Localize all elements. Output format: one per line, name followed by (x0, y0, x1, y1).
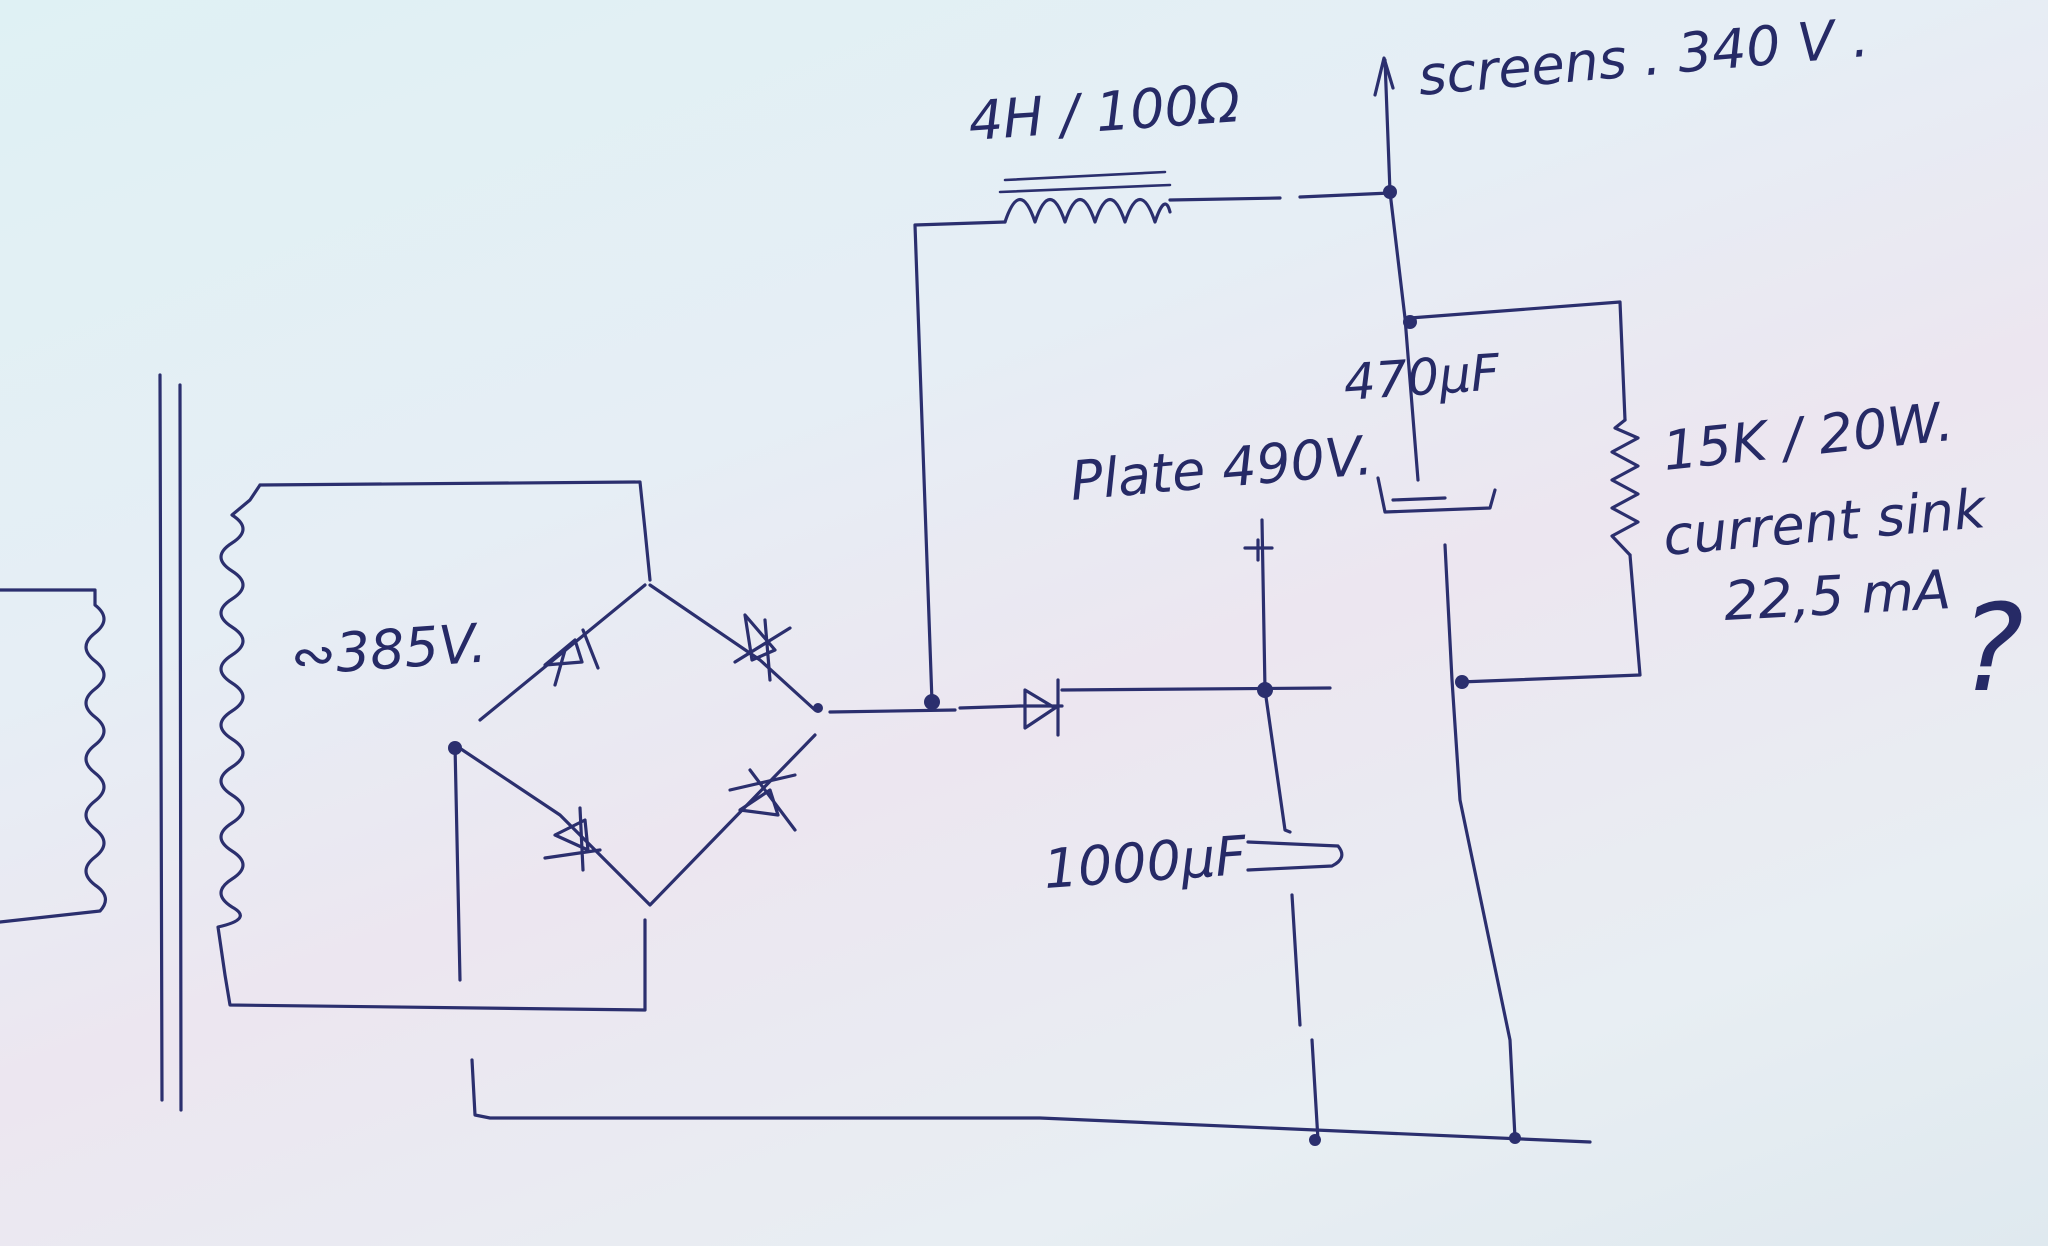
diode-bridge-bottom-left (543, 806, 602, 872)
resistor-branch-wires (1408, 300, 1642, 684)
transformer (0, 373, 652, 1112)
wire-choke-out (1168, 191, 1392, 202)
node-bridge-left (448, 741, 462, 755)
resistor-15k (1610, 418, 1640, 557)
dc-wiring (470, 56, 1642, 1146)
bridge-wires (453, 583, 817, 982)
wire-to-plate-node (1060, 686, 1332, 692)
wire-screens-down (1388, 190, 1420, 482)
cap-1000 (1246, 840, 1344, 872)
diode-bridge-top-left (543, 628, 600, 687)
transformer-core (158, 373, 183, 1112)
series-diode (1018, 678, 1064, 737)
plate-label: Plate 490V. (1068, 424, 1376, 513)
node-ground-sink (1509, 1132, 1521, 1144)
bridge-rectifier (448, 583, 823, 982)
screens-label: screens . 340 V . (1416, 6, 1872, 108)
cap-470-plates (1376, 476, 1517, 1140)
node-ground-plate (1309, 1134, 1321, 1146)
diode-bridge-top-right (733, 613, 792, 682)
wire-to-choke (913, 220, 1007, 704)
wire-plate-down (1243, 518, 1292, 834)
screens-arrow (1373, 56, 1395, 194)
cap-1000-label: 1000µF (1042, 824, 1250, 901)
choke-inductor (998, 170, 1172, 224)
node-bridge-right (813, 703, 823, 713)
current-value-label: 22,5 mA (1722, 558, 1952, 633)
ac-voltage-label: ∾385V. (289, 611, 489, 688)
ground-bus (470, 1058, 1592, 1144)
resistor-label: 15K / 20W. (1660, 390, 1957, 483)
cap-470-label: 470µF (1342, 343, 1503, 412)
inductor-label: 4H / 100Ω (967, 71, 1243, 153)
question-mark: ? (1960, 580, 2024, 719)
node-sink (1455, 675, 1469, 689)
wire-cap-1000-down (1290, 893, 1320, 1142)
current-sink-label: current sink (1661, 477, 1991, 568)
secondary-winding (216, 480, 652, 1012)
primary-winding (0, 588, 107, 924)
diode-bridge-bottom-right (728, 768, 797, 832)
wire-bridge-out (828, 704, 1022, 714)
